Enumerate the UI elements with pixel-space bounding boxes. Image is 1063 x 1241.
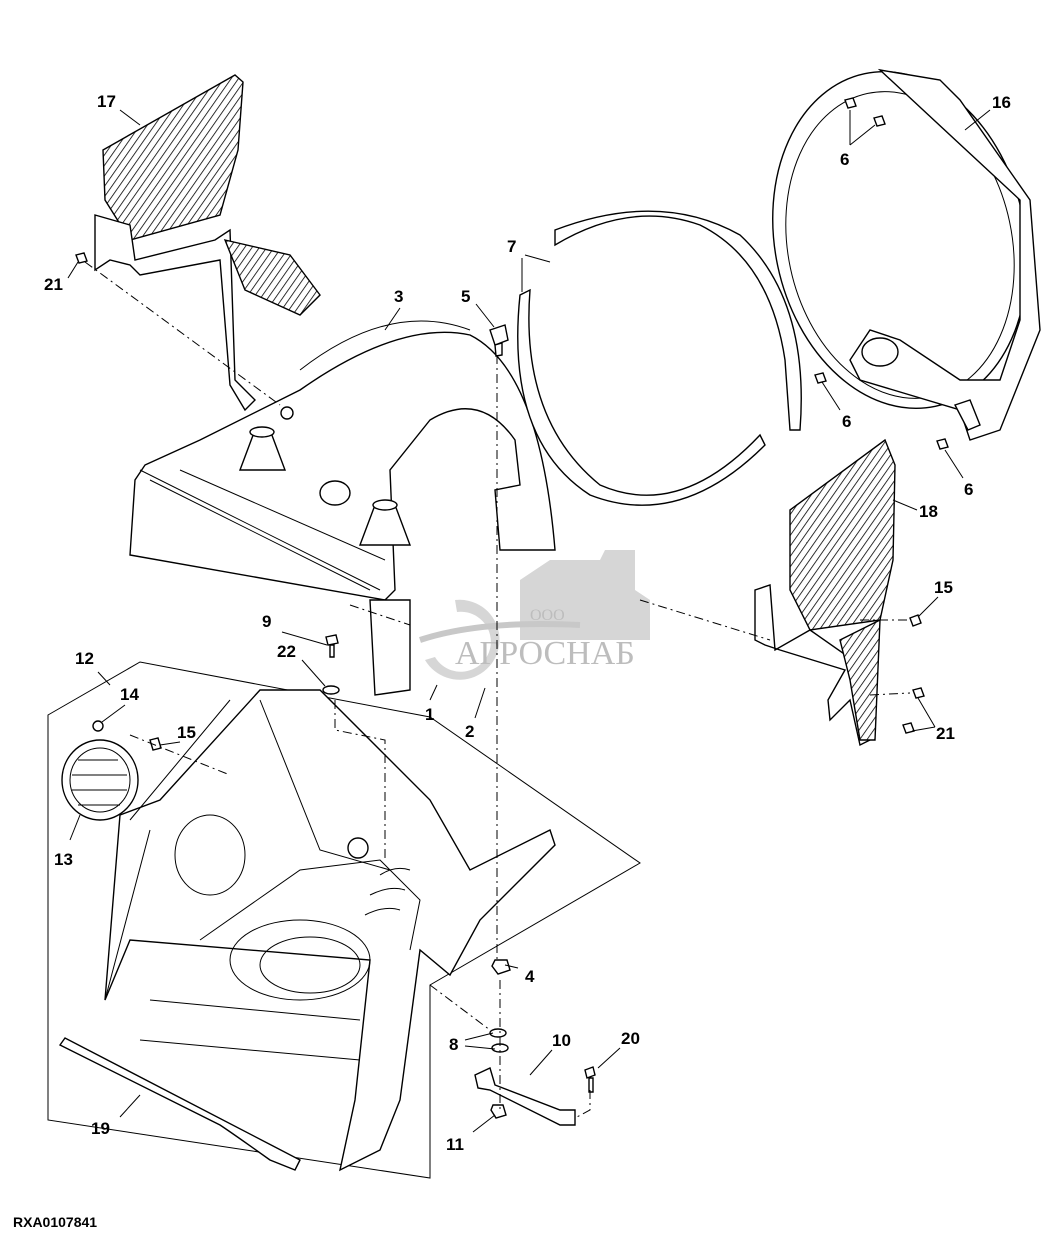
part-16-fan-shroud bbox=[772, 68, 1041, 441]
watermark-name: АГРОСНАБ bbox=[455, 635, 635, 672]
part-5-bolt bbox=[489, 324, 509, 357]
part-12-frame-outline bbox=[47, 661, 641, 1179]
callout-9: 9 bbox=[262, 612, 271, 631]
callout-8: 8 bbox=[449, 1035, 458, 1054]
watermark-logo: ООО АГРОСНАБ bbox=[419, 550, 650, 680]
part-18-screen bbox=[754, 438, 896, 747]
callout-16: 16 bbox=[992, 93, 1011, 112]
callout-10: 10 bbox=[552, 1031, 571, 1050]
callout-6: 6 bbox=[842, 412, 851, 431]
callout-12: 12 bbox=[75, 649, 94, 668]
callout-13: 13 bbox=[54, 850, 73, 869]
callout-19: 19 bbox=[91, 1119, 110, 1138]
part-7-seal bbox=[517, 210, 802, 506]
callout-18: 18 bbox=[919, 502, 938, 521]
callout-labels: 17 21 3 5 7 16 6 6 6 18 15 21 9 22 12 14… bbox=[44, 92, 1011, 1154]
callout-1: 1 bbox=[425, 705, 434, 724]
diagram-code: RXA0107841 bbox=[13, 1214, 97, 1230]
callout-21: 21 bbox=[936, 724, 955, 743]
part-10-bracket bbox=[75, 97, 949, 1126]
callout-7: 7 bbox=[507, 237, 516, 256]
alignment-lines bbox=[84, 261, 911, 1119]
callout-6: 6 bbox=[964, 480, 973, 499]
part-19-strip bbox=[58, 1037, 301, 1171]
callout-2: 2 bbox=[465, 722, 474, 741]
part-13-grille bbox=[61, 720, 162, 821]
callout-11: 11 bbox=[446, 1135, 464, 1154]
callout-15: 15 bbox=[934, 578, 953, 597]
part-17-screen bbox=[94, 74, 321, 412]
watermark-prefix: ООО bbox=[530, 607, 565, 624]
callout-17: 17 bbox=[97, 92, 116, 111]
callout-15: 15 bbox=[177, 723, 196, 742]
callout-22: 22 bbox=[277, 642, 296, 661]
callout-6: 6 bbox=[840, 150, 849, 169]
leader-lines bbox=[67, 109, 991, 1133]
part-12-lower-shroud bbox=[104, 689, 556, 1172]
callout-4: 4 bbox=[525, 967, 535, 986]
callout-21: 21 bbox=[44, 275, 63, 294]
callout-20: 20 bbox=[621, 1029, 640, 1048]
callout-14: 14 bbox=[120, 685, 139, 704]
callout-5: 5 bbox=[461, 287, 470, 306]
callout-3: 3 bbox=[394, 287, 403, 306]
part-3-shroud bbox=[129, 320, 556, 696]
